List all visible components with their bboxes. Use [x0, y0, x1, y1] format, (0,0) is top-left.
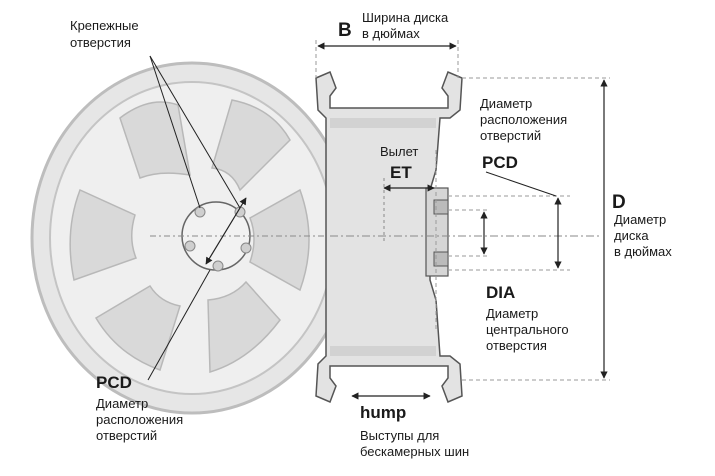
d-symbol: D [612, 192, 626, 213]
mount-holes-label-2: отверстия [70, 35, 131, 50]
pcd-right-symbol: PCD [482, 153, 518, 172]
wheel-cross-section [315, 40, 610, 403]
dia-symbol: DIA [486, 283, 515, 302]
d-desc-3: в дюймах [614, 244, 672, 259]
guide-lines [315, 40, 610, 381]
mount-holes-leader-2 [149, 55, 201, 209]
dia-desc-2: центрального [486, 322, 569, 337]
hump-desc-2: бескамерных шин [360, 444, 469, 459]
b-desc-1: Ширина диска [362, 10, 449, 25]
pcd-right-desc-2: расположения [480, 112, 567, 127]
pcd-left-desc-1: Диаметр [96, 396, 148, 411]
labels: Крепежные отверстия B Ширина диска в дюй… [70, 10, 672, 459]
barrel-top [330, 118, 436, 128]
spoke-windows [69, 99, 310, 374]
b-desc-2: в дюймах [362, 26, 420, 41]
pcd-left-symbol: PCD [96, 373, 132, 392]
pcd-left-leader [147, 269, 211, 381]
et-symbol: ET [390, 163, 412, 182]
pcd-right-desc-3: отверстий [480, 128, 541, 143]
hump-symbol: hump [360, 403, 406, 422]
d-desc-2: диска [614, 228, 649, 243]
dia-desc-1: Диаметр [486, 306, 538, 321]
pcd-right-leader [485, 171, 557, 197]
d-desc-1: Диаметр [614, 212, 666, 227]
barrel-bottom [330, 346, 436, 356]
hump-desc-1: Выступы для [360, 428, 439, 443]
mount-holes-leader-1 [149, 55, 241, 209]
wheel-front-view [30, 55, 354, 415]
pcd-right-desc-1: Диаметр [480, 96, 532, 111]
pcd-left-desc-3: отверстий [96, 428, 157, 443]
rim-profile [315, 71, 463, 403]
dia-desc-3: отверстия [486, 338, 547, 353]
mount-holes-label-1: Крепежные [70, 18, 139, 33]
pcd-left-desc-2: расположения [96, 412, 183, 427]
pcd-front-arrow [205, 197, 247, 265]
b-symbol: B [338, 20, 352, 41]
et-desc: Вылет [380, 144, 418, 159]
